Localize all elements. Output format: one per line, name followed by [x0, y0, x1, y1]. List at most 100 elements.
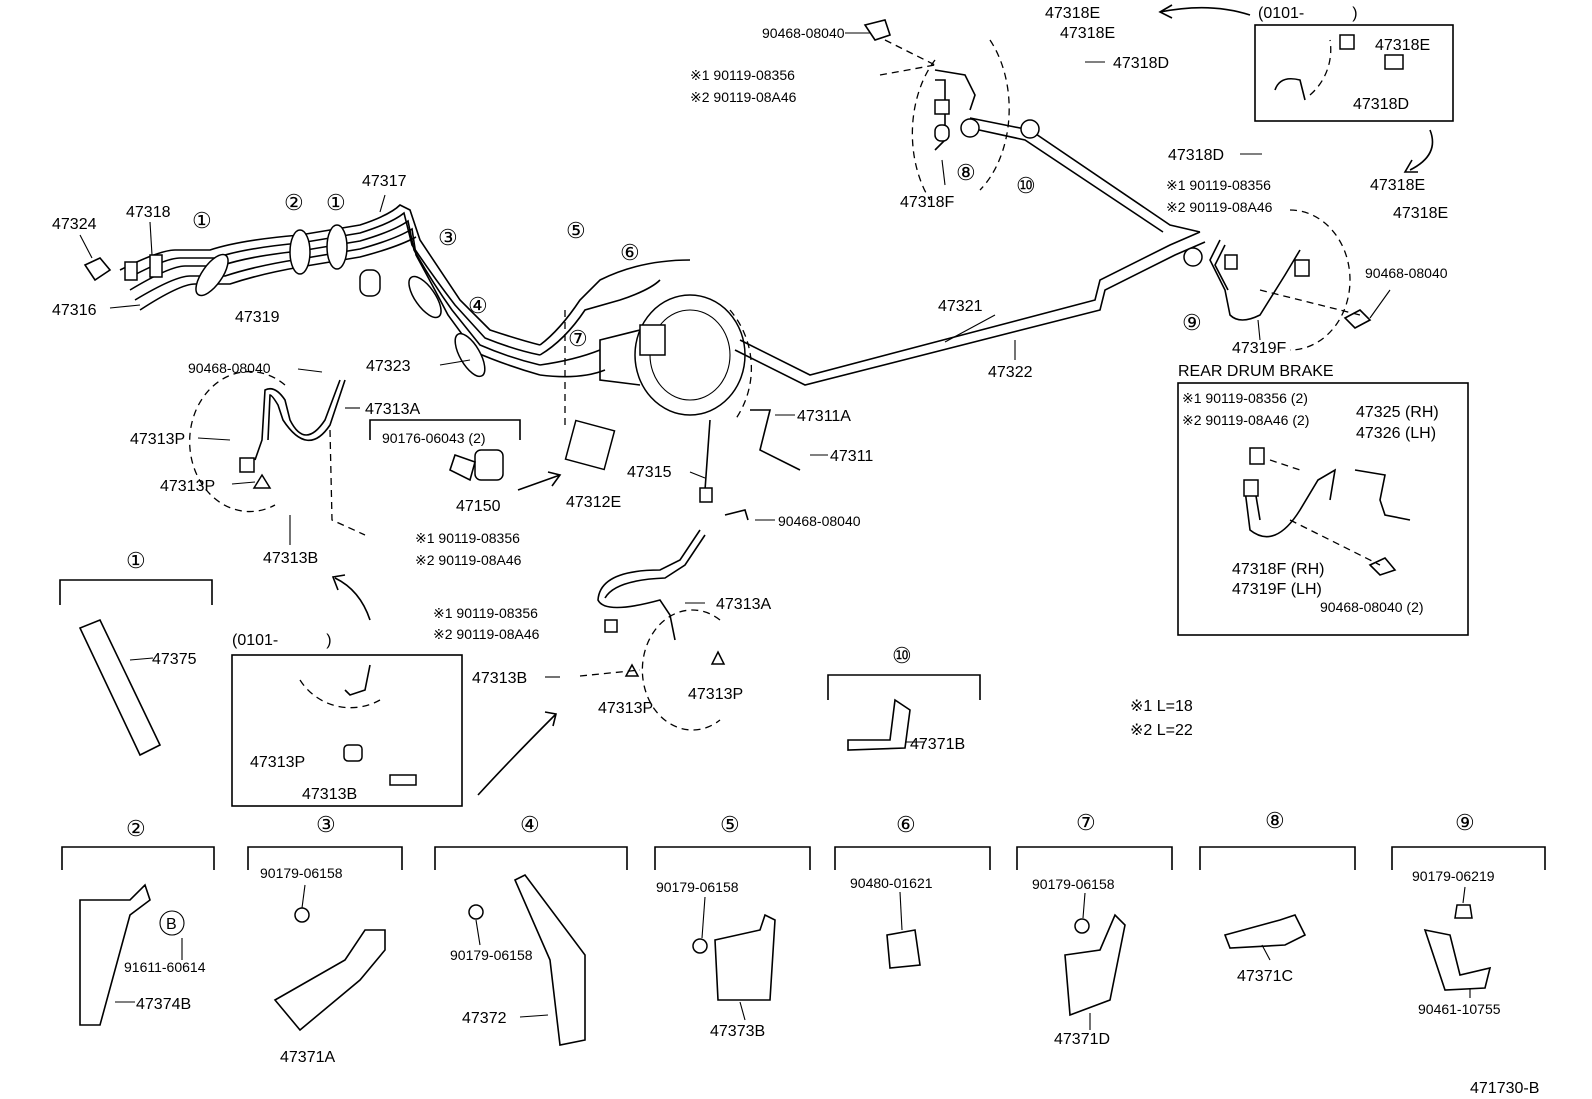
label-47318E-a: 47318E — [1045, 5, 1100, 22]
label-47322: 47322 — [988, 364, 1033, 381]
label-47318D-a: 47318D — [1113, 55, 1169, 72]
callout-10-head: ⑩ — [892, 643, 912, 668]
label-bolt2-c: ※2 90119-08A46 — [1166, 199, 1273, 215]
label-47321: 47321 — [938, 298, 983, 315]
label-c3-part: 47371A — [280, 1049, 335, 1066]
label-variant-top-right: (0101- ) — [1258, 5, 1358, 22]
brake-booster — [599, 294, 753, 421]
callout-9-a: ⑨ — [1182, 310, 1202, 335]
label-47315: 47315 — [627, 464, 672, 481]
label-rd-bolt2: ※2 90119-08A46 (2) — [1182, 412, 1309, 428]
label-c2-bolt: 91611-60614 — [124, 959, 206, 975]
label-c9-part: 90461-10755 — [1418, 1001, 1501, 1017]
callout-7-a: ⑦ — [568, 326, 588, 351]
callout-6-head: ⑥ — [896, 812, 916, 837]
label-47318E-b: 47318E — [1060, 25, 1115, 42]
label-c7-part: 47371D — [1054, 1031, 1110, 1048]
label-rd-47325: 47325 (RH) — [1356, 404, 1439, 421]
label-47316: 47316 — [52, 302, 97, 319]
callout-8-a: ⑧ — [956, 160, 976, 185]
label-47318D-b: 47318D — [1168, 147, 1224, 164]
callout-2-a: ② — [284, 190, 304, 215]
rear-left-assembly — [1209, 209, 1372, 351]
callout-1-b: ① — [326, 190, 346, 215]
label-47323: 47323 — [366, 358, 411, 375]
label-c3-nut: 90179-06158 — [260, 865, 343, 881]
label-rd-47319F: 47319F (LH) — [1232, 581, 1322, 598]
diagram-id: 471730-B — [1470, 1080, 1539, 1097]
callout-10-a: ⑩ — [1016, 173, 1036, 198]
label-c4-nut: 90179-06158 — [450, 947, 533, 963]
callout-numbers: ① ② ① ③ ④ ⑤ ⑥ ⑦ ⑧ ⑩ ⑨ ① ⑩ ② ③ ④ ⑤ ⑥ ⑦ ⑧ … — [126, 160, 1475, 841]
label-nut-47150: 90176-06043 (2) — [382, 430, 486, 446]
rear-right-assembly — [863, 19, 1010, 201]
label-clip-a: 90468-08040 — [188, 360, 271, 376]
note-length-1: ※1 L=18 — [1130, 698, 1193, 715]
label-c2-b: B — [166, 916, 177, 933]
callout-5-head: ⑤ — [720, 812, 740, 837]
label-47150: 47150 — [456, 498, 501, 515]
label-47311: 47311 — [830, 448, 873, 465]
hose-47315 — [699, 409, 801, 521]
label-clip-c: 90468-08040 — [762, 25, 845, 41]
label-variant-inset: (0101- ) — [232, 632, 332, 649]
label-47317: 47317 — [362, 173, 407, 190]
front-tube-bundle — [83, 204, 691, 378]
label-bolt2-d: ※2 90119-08A46 — [433, 626, 540, 642]
label-c2-part: 47374B — [136, 996, 191, 1013]
label-rd-47318F: 47318F (RH) — [1232, 561, 1324, 578]
label-47313B-a: 47313B — [263, 550, 318, 567]
label-47318D-c: 47318D — [1353, 96, 1409, 113]
callout-6-a: ⑥ — [620, 240, 640, 265]
label-rd-bolt1: ※1 90119-08356 (2) — [1182, 390, 1308, 406]
label-clip-b: 90468-08040 — [778, 513, 861, 529]
label-c5-part: 47373B — [710, 1023, 765, 1040]
callout-4-head: ④ — [520, 812, 540, 837]
label-47313P-b: 47313P — [160, 478, 215, 495]
callout-9-head: ⑨ — [1455, 810, 1475, 835]
rear-drum-brake-box — [1177, 382, 1469, 636]
label-47318E-c: 47318E — [1375, 37, 1430, 54]
label-47313P-d: 47313P — [688, 686, 743, 703]
callout-7-head: ⑦ — [1076, 810, 1096, 835]
label-c4-part: 47372 — [462, 1010, 507, 1027]
label-bolt1-d: ※1 90119-08356 — [433, 605, 538, 621]
label-bolt2-b: ※2 90119-08A46 — [690, 89, 797, 105]
label-bolt1-a: ※1 90119-08356 — [415, 530, 520, 546]
label-47311A: 47311A — [797, 408, 851, 425]
label-47313B-b: 47313B — [472, 670, 527, 687]
label-47313P-a: 47313P — [130, 431, 185, 448]
label-rd-clip: 90468-08040 (2) — [1320, 599, 1424, 615]
label-47319F: 47319F — [1232, 340, 1286, 357]
label-c10-part: 47371B — [910, 736, 965, 753]
label-bolt1-b: ※1 90119-08356 — [690, 67, 795, 83]
label-c6-part: 90480-01621 — [850, 875, 933, 891]
callout-1-head: ① — [126, 548, 146, 573]
label-47313A-b: 47313A — [716, 596, 771, 613]
callout-5-a: ⑤ — [566, 218, 586, 243]
label-rd-47326: 47326 (LH) — [1356, 425, 1436, 442]
label-rear-drum-brake: REAR DRUM BRAKE — [1178, 363, 1334, 380]
callout-2-head: ② — [126, 816, 146, 841]
label-47313B-c: 47313B — [302, 786, 357, 803]
front-right-hose — [579, 529, 726, 731]
label-c5-nut: 90179-06158 — [656, 879, 739, 895]
callout-3-a: ③ — [438, 225, 458, 250]
label-bolt1-c: ※1 90119-08356 — [1166, 177, 1271, 193]
label-47313P-e: 47313P — [250, 754, 305, 771]
leader-lines — [79, 32, 1471, 1030]
label-c1-part: 47375 — [152, 651, 197, 668]
label-c9-nut: 90179-06219 — [1412, 868, 1495, 884]
label-47319: 47319 — [235, 309, 280, 326]
part-labels: 47324 47318 47316 47319 47317 47323 4732… — [52, 5, 1539, 1097]
front-left-hose — [189, 370, 366, 536]
label-47318: 47318 — [126, 204, 171, 221]
rear-tubes — [734, 117, 1206, 386]
note-length-2: ※2 L=22 — [1130, 722, 1193, 739]
label-bolt2-a: ※2 90119-08A46 — [415, 552, 522, 568]
label-clip-d: 90468-08040 — [1365, 265, 1448, 281]
valve-parts — [369, 310, 616, 491]
label-47313A-top: 47313A — [365, 401, 420, 418]
callout-3-head: ③ — [316, 812, 336, 837]
callout-8-head: ⑧ — [1265, 808, 1285, 833]
